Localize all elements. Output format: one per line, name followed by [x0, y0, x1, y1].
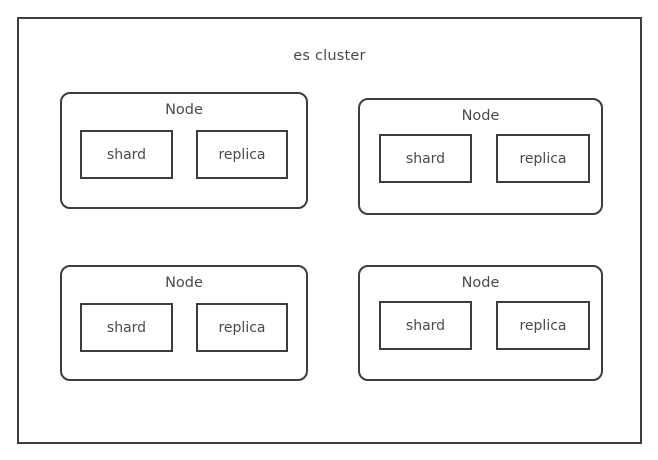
shard-box: shard [80, 303, 173, 352]
shard-box: shard [80, 130, 173, 179]
shard-box: shard [379, 301, 472, 350]
replica-label: replica [519, 317, 567, 334]
replica-label: replica [519, 150, 567, 167]
cluster-title: es cluster [293, 48, 366, 64]
node-title: Node [461, 108, 500, 124]
node-box-bottom-right: Node shard replica [358, 265, 603, 381]
shard-label: shard [405, 317, 446, 334]
replica-box: replica [196, 130, 288, 179]
replica-label: replica [218, 319, 266, 336]
node-title: Node [165, 275, 203, 291]
node-box-bottom-left: Node shard replica [60, 265, 308, 381]
shard-label: shard [106, 146, 147, 163]
replica-box: replica [196, 303, 288, 352]
node-title: Node [461, 275, 500, 291]
node-title: Node [165, 102, 203, 118]
shard-label: shard [405, 150, 446, 167]
replica-box: replica [496, 301, 590, 350]
shard-box: shard [379, 134, 472, 183]
es-cluster-container: es cluster Node shard replica Node shard… [17, 17, 642, 444]
replica-label: replica [218, 146, 266, 163]
shard-label: shard [106, 319, 147, 336]
node-box-top-right: Node shard replica [358, 98, 603, 215]
replica-box: replica [496, 134, 590, 183]
node-box-top-left: Node shard replica [60, 92, 308, 209]
